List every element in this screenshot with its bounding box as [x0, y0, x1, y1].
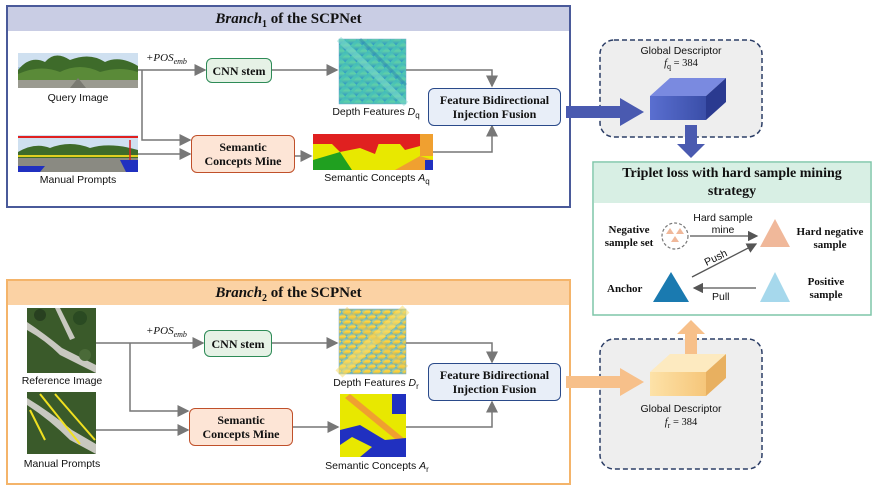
reference-image — [27, 308, 96, 373]
triplet-title: Triplet loss with hard sample mining str… — [622, 166, 842, 199]
global-descriptor-r-label: Global Descriptor — [640, 403, 722, 415]
global-descriptor-q-label: Global Descriptor — [640, 45, 722, 57]
descriptor-q-to-triplet-arrow — [677, 125, 705, 158]
triplet-header — [594, 163, 870, 203]
branch2-header — [8, 281, 569, 305]
branch1-cnn-stem: CNN stem — [206, 58, 272, 83]
branch2-cnn-stem: CNN stem — [204, 330, 272, 357]
global-descriptor-q-dim: fq = 384 — [664, 58, 698, 72]
descriptor-q-bar — [650, 78, 726, 120]
branch2-title: Branch2 of the SCPNet — [215, 285, 362, 304]
branch1-flow-lines — [138, 64, 498, 162]
branch2-to-descriptor-arrow — [566, 368, 644, 396]
descriptor-r-to-triplet-arrow — [677, 320, 705, 354]
query-prompts-image — [18, 135, 138, 172]
triplet-arrows — [690, 230, 759, 294]
anchor-label: Anchor — [607, 283, 643, 295]
anchor-triangle-icon — [653, 272, 689, 302]
reference-prompts-image — [27, 392, 96, 454]
branch2-flow-lines — [96, 337, 498, 436]
hard-negative-triangle-icon — [760, 219, 790, 247]
semantic-concepts-q-caption: Semantic Concepts Aq — [324, 172, 430, 187]
reference-image-caption: Reference Image — [21, 375, 103, 387]
depth-features-q-caption: Depth Features Dq — [332, 106, 420, 121]
query-prompts-caption: Manual Prompts — [39, 174, 117, 186]
reference-prompts-caption: Manual Prompts — [23, 458, 101, 470]
semantic-concepts-r-caption: Semantic Concepts Ar — [325, 460, 429, 475]
depth-features-r-caption: Depth Features Dr — [333, 377, 419, 392]
branch1-header — [8, 7, 569, 31]
query-image — [18, 53, 138, 88]
pull-label: Pull — [712, 291, 730, 303]
descriptor-r-bar — [650, 354, 726, 396]
branch1-title: Branch1 of the SCPNet — [215, 11, 362, 30]
positive-triangle-icon — [760, 272, 790, 302]
query-image-caption: Query Image — [47, 92, 109, 104]
branch1-to-descriptor-arrow — [566, 98, 644, 126]
global-descriptor-r-dim: fr = 384 — [664, 417, 698, 431]
branch2-pos-emb: +POSemb — [146, 325, 187, 340]
semantic-concepts-q — [313, 134, 433, 170]
branch1-pos-emb: +POSemb — [146, 52, 187, 67]
semantic-concepts-r — [340, 394, 406, 457]
